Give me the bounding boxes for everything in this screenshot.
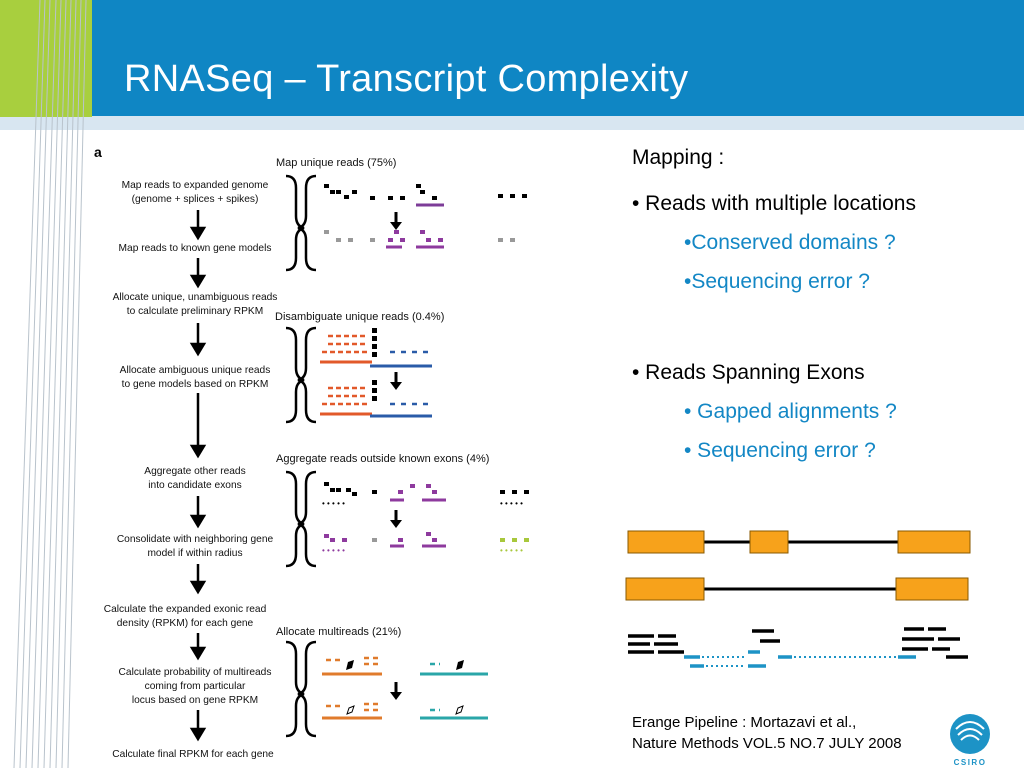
- logo-text: CSIRO: [954, 758, 987, 767]
- step-8-line-1: Calculate probability of multireads: [119, 667, 272, 678]
- accent-bar: [0, 0, 92, 117]
- step-2-line-1: Map reads to known gene models: [119, 243, 272, 254]
- sub-gapped-alignments: • Gapped alignments ?: [684, 400, 897, 423]
- step-8-line-2: coming from particular: [145, 681, 246, 692]
- bullet-spanning-exons: • Reads Spanning Exons: [632, 361, 865, 384]
- step-4-line-1: Allocate ambiguous unique reads: [120, 365, 271, 376]
- bullet-multiple-locations: • Reads with multiple locations: [632, 192, 916, 215]
- step-3-line-1: Allocate unique, unambiguous reads: [113, 292, 278, 303]
- header-underline: [0, 116, 1024, 130]
- exon-1: [627, 530, 705, 554]
- step-1-line-1: Map reads to expanded genome: [122, 180, 269, 191]
- exon-schematic: [625, 530, 971, 668]
- step-3-line-2: to calculate preliminary RPKM: [127, 306, 263, 317]
- header-disambiguate: Disambiguate unique reads (0.4%): [275, 311, 444, 323]
- slide-header: [0, 0, 1024, 117]
- citation-line-1: Erange Pipeline : Mortazavi et al.,: [632, 714, 857, 731]
- step-7-line-1: Calculate the expanded exonic read: [104, 604, 267, 615]
- csiro-logo: CSIRO: [950, 714, 990, 767]
- step-5-line-2: into candidate exons: [148, 480, 241, 491]
- step-6-line-2: model if within radius: [147, 548, 242, 559]
- svg-text:• • • • •: • • • • •: [322, 499, 345, 508]
- decorative-stripes: [13, 0, 87, 768]
- citation-line-2: Nature Methods VOL.5 NO.7 JULY 2008: [632, 735, 902, 752]
- mapping-heading: Mapping :: [632, 146, 725, 169]
- pipeline-figure: a Map reads to expanded genome (genome +…: [94, 144, 529, 760]
- step-9-line-1: Calculate final RPKM for each gene: [112, 749, 274, 760]
- step-7-line-2: density (RPKM) for each gene: [117, 618, 254, 629]
- svg-text:• • • • •: • • • • •: [500, 499, 523, 508]
- step-8-line-3: locus based on gene RPKM: [132, 695, 258, 706]
- svg-text:• • • • •: • • • • •: [322, 546, 345, 555]
- header-map-unique: Map unique reads (75%): [276, 157, 396, 169]
- svg-text:• • • • •: • • • • •: [500, 546, 523, 555]
- step-6-line-1: Consolidate with neighboring gene: [117, 534, 274, 545]
- citation: Erange Pipeline : Mortazavi et al., Natu…: [632, 712, 902, 754]
- exon-5: [895, 577, 969, 601]
- sub-conserved-domains: •Conserved domains ?: [684, 231, 896, 254]
- slide-title: RNASeq – Transcript Complexity: [124, 58, 689, 100]
- exon-3: [897, 530, 971, 554]
- step-1-line-2: (genome + splices + spikes): [132, 194, 259, 205]
- panel-label: a: [94, 144, 102, 160]
- exon-2: [749, 530, 789, 554]
- sub-sequencing-error-1: •Sequencing error ?: [684, 270, 870, 293]
- sub-sequencing-error-2: • Sequencing error ?: [684, 439, 876, 462]
- step-4-line-2: to gene models based on RPKM: [122, 379, 269, 390]
- header-multireads: Allocate multireads (21%): [276, 626, 401, 638]
- header-aggregate: Aggregate reads outside known exons (4%): [276, 453, 489, 465]
- exon-4: [625, 577, 705, 601]
- step-5-line-1: Aggregate other reads: [144, 466, 245, 477]
